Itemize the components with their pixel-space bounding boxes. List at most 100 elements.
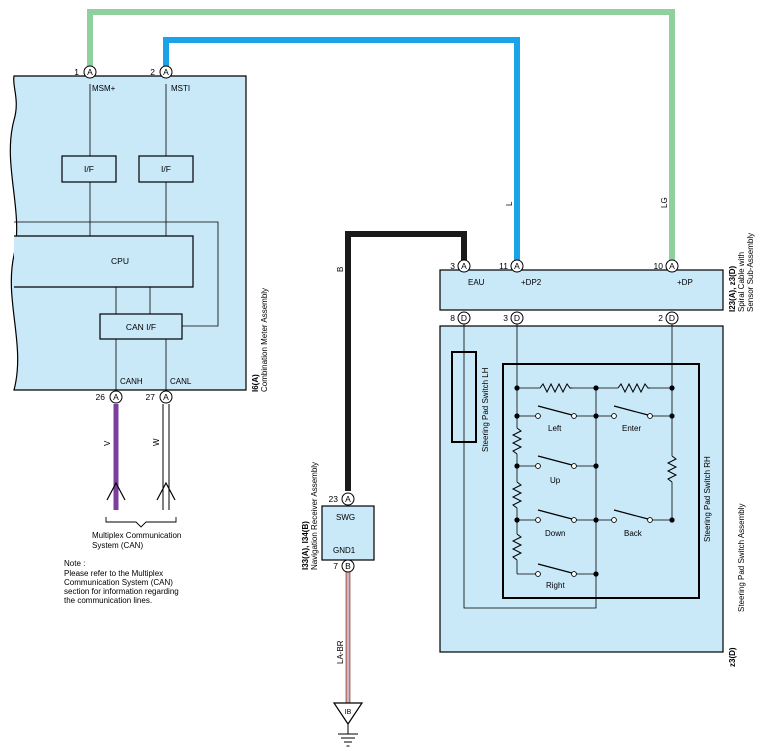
can-if-label: CAN I/F xyxy=(126,322,156,332)
spiral-pin-10a-conn: A xyxy=(669,261,675,271)
if-block-1-label: I/F xyxy=(84,164,94,174)
pin-2-signal: MSTI xyxy=(171,84,190,93)
spiral-pin-3-signal: EAU xyxy=(468,278,485,287)
spiral-pin-2d-conn: D xyxy=(669,313,675,323)
ground-label: IB xyxy=(345,709,352,716)
spiral-pin-10-signal: +DP xyxy=(677,278,693,287)
spiral-pin-11-signal: +DP2 xyxy=(521,278,542,287)
switch-label-up: Up xyxy=(550,476,561,485)
rh-label: Steering Pad Switch RH xyxy=(703,456,712,542)
pin-1-num: 1 xyxy=(74,67,79,77)
wire-label-w: W xyxy=(152,438,161,446)
spiral-pin-10a-num: 10 xyxy=(654,261,664,271)
switches xyxy=(537,405,649,574)
nav-code: I33(A), I34(B) xyxy=(301,521,310,570)
pin-26-signal: CANH xyxy=(120,377,143,386)
spiral-pin-3a-conn: A xyxy=(461,261,467,271)
spiral-pin-3a: A 3 xyxy=(450,259,471,273)
multiplex-bracket xyxy=(105,517,177,528)
switch-contacts xyxy=(535,413,653,577)
spiral-pin-3d: D 3 xyxy=(503,311,524,325)
pin-1-signal: MSM+ xyxy=(92,84,116,93)
spiral-pin-11a-conn: A xyxy=(514,261,520,271)
nav-pin-7-conn: B xyxy=(345,561,351,571)
meter-name: Combination Meter Assembly xyxy=(260,288,269,392)
switch-label-enter: Enter xyxy=(622,424,641,433)
spiral-pin-2d: D 2 xyxy=(658,311,679,325)
spiral-pin-8d: D 8 xyxy=(450,311,471,325)
if-block-2 xyxy=(138,155,194,183)
pin-27-num: 27 xyxy=(146,392,156,402)
wire-label-b: B xyxy=(336,267,345,272)
pin-27-signal: CANL xyxy=(170,377,192,386)
wire-label-v: V xyxy=(103,440,112,446)
resistors xyxy=(511,382,678,561)
wire-label-l: L xyxy=(505,201,514,206)
switch-label-right: Right xyxy=(546,581,565,590)
steering-pad-rh-box xyxy=(502,363,700,599)
pin-2: A 2 xyxy=(150,65,173,79)
spiral-pin-8d-num: 8 xyxy=(450,313,455,323)
nav-pin-23-conn: A xyxy=(345,494,351,504)
ground-triangle xyxy=(332,702,364,726)
multiplex-line1: Multiplex Communication xyxy=(92,531,181,540)
note-line-2: Communication System (CAN) xyxy=(64,578,173,587)
spiral-name-line1: Spiral Cable with xyxy=(737,252,746,312)
wire-label-lg: LG xyxy=(660,197,669,208)
cpu-label: CPU xyxy=(111,256,129,266)
nav-name: Navigation Receiver Assembly xyxy=(310,462,319,570)
pin-2-conn: A xyxy=(163,67,169,77)
can-arrow-v xyxy=(106,481,126,501)
spiral-pin-3d-num: 3 xyxy=(503,313,508,323)
cpu-block xyxy=(14,235,194,288)
spiral-pin-11a: A 11 xyxy=(499,259,524,273)
pin-1-conn: A xyxy=(87,67,93,77)
steering-pad-name: Steering Pad Switch Assembly xyxy=(737,504,746,613)
pin-2-num: 2 xyxy=(150,67,155,77)
wire-label-la-br: LA-BR xyxy=(336,640,345,664)
note-line-4: the communication lines. xyxy=(64,596,152,605)
wire-lg xyxy=(87,9,675,261)
meter-internal-lines xyxy=(14,84,219,392)
steering-pad-code: z3(D) xyxy=(728,647,737,667)
wire-l xyxy=(163,37,520,261)
pin-26-conn: A xyxy=(113,392,119,402)
nav-pin-7: B 7 xyxy=(333,559,355,573)
can-if-block xyxy=(99,313,183,340)
junction-dots xyxy=(514,385,675,577)
switch-label-down: Down xyxy=(545,529,565,538)
switch-label-back: Back xyxy=(624,529,643,538)
if-block-1 xyxy=(61,155,117,183)
spiral-code: I23(A), z3(D) xyxy=(728,265,737,312)
pin-27: A 27 xyxy=(146,390,173,404)
note-line-3: section for information regarding xyxy=(64,587,179,596)
note-title: Note : xyxy=(64,559,85,568)
multiplex-line2: System (CAN) xyxy=(92,541,143,550)
pin-26: A 26 xyxy=(96,390,123,404)
spiral-pin-3a-num: 3 xyxy=(450,261,455,271)
meter-code: I6(A) xyxy=(251,374,260,392)
wire-b xyxy=(345,231,467,491)
spiral-pin-8d-conn: D xyxy=(461,313,467,323)
can-arrow-w xyxy=(156,481,176,501)
pin-27-conn: A xyxy=(163,392,169,402)
nav-pin-23: A 23 xyxy=(329,492,355,506)
pin-26-num: 26 xyxy=(96,392,106,402)
pin-1: A 1 xyxy=(74,65,97,79)
ground-symbol-icon xyxy=(338,724,358,747)
if-block-2-label: I/F xyxy=(161,164,171,174)
nav-pin-7-num: 7 xyxy=(333,561,338,571)
spiral-pin-2d-num: 2 xyxy=(658,313,663,323)
navigation-receiver-body xyxy=(321,505,375,561)
spiral-pin-10a: A 10 xyxy=(654,259,679,273)
note-line-1: Please refer to the Multiplex xyxy=(64,569,163,578)
spiral-pin-3d-conn: D xyxy=(514,313,520,323)
combination-meter-body xyxy=(9,75,247,391)
spiral-cable-body xyxy=(439,269,724,311)
nav-pin-swg-signal: SWG xyxy=(336,513,355,522)
lh-label: Steering Pad Switch LH xyxy=(481,367,490,452)
nav-pin-gnd1-signal: GND1 xyxy=(333,546,356,555)
switch-label-left: Left xyxy=(548,424,562,433)
spiral-name-line2: Sensor Sub-Assembly xyxy=(746,233,755,312)
